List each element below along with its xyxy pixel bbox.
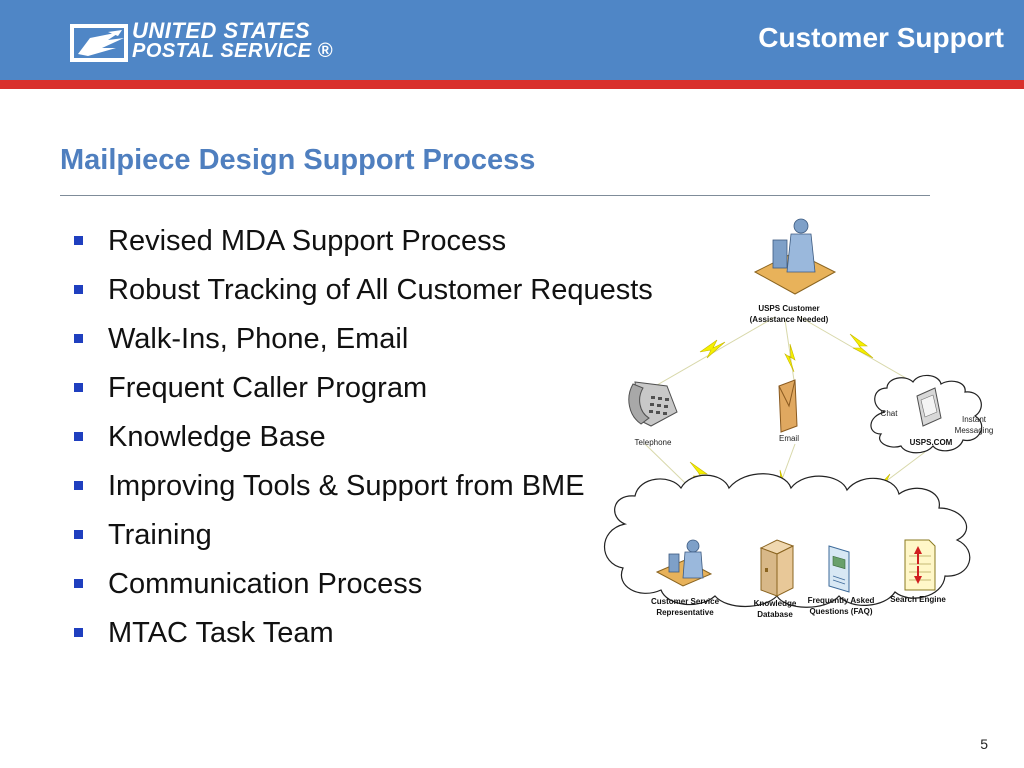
knowledge-database-label-line2: Database — [757, 610, 793, 619]
bullet-item: Training — [74, 516, 653, 565]
telephone-icon — [628, 381, 678, 427]
header-stripe — [0, 80, 1024, 89]
bullet-text: Training — [108, 519, 212, 551]
bullet-item: MTAC Task Team — [74, 614, 653, 663]
customer-label-line2: (Assistance Needed) — [750, 315, 829, 324]
bullet-item: Communication Process — [74, 565, 653, 614]
square-bullet-icon — [74, 530, 83, 539]
bullet-item: Improving Tools & Support from BME — [74, 467, 653, 516]
bullet-text: Knowledge Base — [108, 421, 326, 453]
email-envelope-icon — [778, 379, 798, 433]
bullet-text: Walk-Ins, Phone, Email — [108, 323, 409, 355]
email-label: Email — [779, 434, 799, 443]
customer-service-rep-icon — [655, 539, 713, 587]
faq-label-line2: Questions (FAQ) — [809, 607, 872, 616]
csr-label-line1: Customer Service — [651, 597, 720, 606]
square-bullet-icon — [74, 432, 83, 441]
title-divider — [60, 195, 930, 196]
customer-at-desk-icon — [753, 218, 837, 295]
logo-line-2: POSTAL SERVICE ® — [132, 40, 333, 62]
bullet-item: Robust Tracking of All Customer Requests — [74, 271, 653, 320]
csr-label-line2: Representative — [656, 608, 714, 617]
bullet-item: Frequent Caller Program — [74, 369, 653, 418]
bullet-text: Frequent Caller Program — [108, 372, 428, 404]
bullet-text: Revised MDA Support Process — [108, 225, 507, 257]
search-engine-label: Search Engine — [890, 595, 946, 604]
chat-label: Chat — [881, 409, 899, 418]
faq-document-icon — [828, 545, 850, 593]
square-bullet-icon — [74, 285, 83, 294]
square-bullet-icon — [74, 628, 83, 637]
bullet-item: Walk-Ins, Phone, Email — [74, 320, 653, 369]
bullet-item: Revised MDA Support Process — [74, 222, 653, 271]
bullet-list: Revised MDA Support Process Robust Track… — [74, 222, 653, 663]
bullet-text: MTAC Task Team — [108, 617, 334, 649]
faq-label-line1: Frequently Asked — [808, 596, 875, 605]
web-server-icon — [916, 387, 942, 427]
square-bullet-icon — [74, 579, 83, 588]
customer-label-line1: USPS Customer — [758, 304, 819, 313]
instant-messaging-label-line1: Instant — [962, 415, 987, 424]
bullet-item: Knowledge Base — [74, 418, 653, 467]
square-bullet-icon — [74, 236, 83, 245]
section-title: Customer Support — [758, 22, 1004, 53]
telephone-label: Telephone — [635, 438, 672, 447]
knowledge-database-server-icon — [759, 539, 795, 597]
logo-line-1: UNITED STATES — [132, 18, 311, 43]
header-bar — [0, 0, 1024, 80]
usps-com-label: USPS.COM — [910, 438, 953, 447]
instant-messaging-label-line2: Messaging — [955, 426, 994, 435]
bullet-text: Communication Process — [108, 568, 423, 600]
square-bullet-icon — [74, 334, 83, 343]
search-engine-document-icon — [904, 539, 936, 591]
square-bullet-icon — [74, 383, 83, 392]
usps-eagle-logo-icon — [70, 24, 128, 62]
bullet-text: Improving Tools & Support from BME — [108, 470, 585, 502]
square-bullet-icon — [74, 481, 83, 490]
bullet-text: Robust Tracking of All Customer Requests — [108, 274, 653, 306]
page-number: 5 — [980, 736, 988, 752]
slide-title: Mailpiece Design Support Process — [60, 144, 536, 176]
knowledge-database-label-line1: Knowledge — [754, 599, 797, 608]
support-process-diagram: USPS Customer (Assistance Needed) Teleph… — [603, 218, 994, 619]
